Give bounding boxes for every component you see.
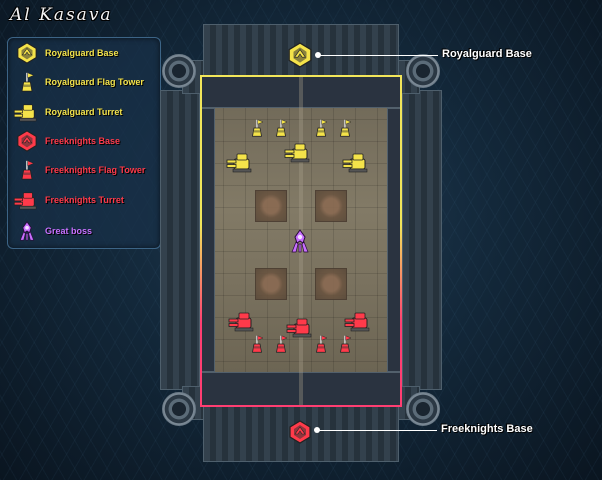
- royalguard-base-callout-label: Royalguard Base: [442, 48, 532, 60]
- sw-tower: [162, 392, 196, 426]
- great-boss-icon: [12, 220, 42, 242]
- map-title: Al Kasava: [10, 5, 113, 25]
- legend-label: Freeknights Turret: [45, 195, 124, 205]
- royalguard-flag-tower-marker: [248, 116, 266, 145]
- legend-item-freeknights-flag-tower: Freeknights Flag Tower: [12, 159, 162, 181]
- freeknights-turret-icon: [12, 189, 42, 211]
- legend-item-royalguard-turret: Royalguard Turret: [12, 101, 162, 123]
- se-tower: [406, 392, 440, 426]
- freeknights-base-callout-label: Freeknights Base: [441, 423, 533, 435]
- freeknights-flag-tower-marker: [336, 332, 354, 361]
- royalguard-base-icon: [12, 42, 42, 64]
- freeknights-base-marker: [288, 420, 312, 449]
- royalguard-turret-marker: [342, 151, 372, 178]
- legend-panel: Royalguard Base Royalguard Flag Tower Ro…: [7, 37, 161, 249]
- royalguard-turret-marker: [284, 141, 314, 168]
- legend-label: Freeknights Flag Tower: [45, 165, 146, 175]
- legend-item-royalguard-base: Royalguard Base: [12, 42, 162, 64]
- royalguard-base-callout-line: [320, 55, 438, 56]
- great-boss-marker: [288, 228, 312, 259]
- freeknights-flag-tower-icon: [12, 159, 42, 181]
- legend-label: Royalguard Flag Tower: [45, 77, 144, 87]
- royalguard-flag-tower-marker: [336, 116, 354, 145]
- freeknights-flag-tower-marker: [312, 332, 330, 361]
- legend-label: Royalguard Turret: [45, 107, 123, 117]
- freeknights-base-callout-dot: [314, 427, 320, 433]
- nw-tower: [162, 54, 196, 88]
- freeknights-base-icon: [12, 130, 42, 152]
- ne-tower: [406, 54, 440, 88]
- legend-item-freeknights-turret: Freeknights Turret: [12, 189, 162, 211]
- legend-label: Freeknights Base: [45, 136, 121, 146]
- royalguard-turret-marker: [226, 151, 256, 178]
- royalguard-base-callout-dot: [315, 52, 321, 58]
- legend-item-great-boss: Great boss: [12, 220, 162, 242]
- east-wall-block: [402, 90, 442, 390]
- royalguard-turret-icon: [12, 101, 42, 123]
- legend-item-freeknights-base: Freeknights Base: [12, 130, 162, 152]
- freeknights-flag-tower-marker: [272, 332, 290, 361]
- west-wall-block: [160, 90, 200, 390]
- legend-label: Great boss: [45, 226, 93, 236]
- royalguard-base-marker: [287, 42, 313, 73]
- freeknights-base-callout-line: [319, 430, 437, 431]
- legend-label: Royalguard Base: [45, 48, 119, 58]
- legend-item-royalguard-flag-tower: Royalguard Flag Tower: [12, 71, 162, 93]
- royalguard-flag-tower-icon: [12, 71, 42, 93]
- freeknights-flag-tower-marker: [248, 332, 266, 361]
- royalguard-flag-tower-marker: [312, 116, 330, 145]
